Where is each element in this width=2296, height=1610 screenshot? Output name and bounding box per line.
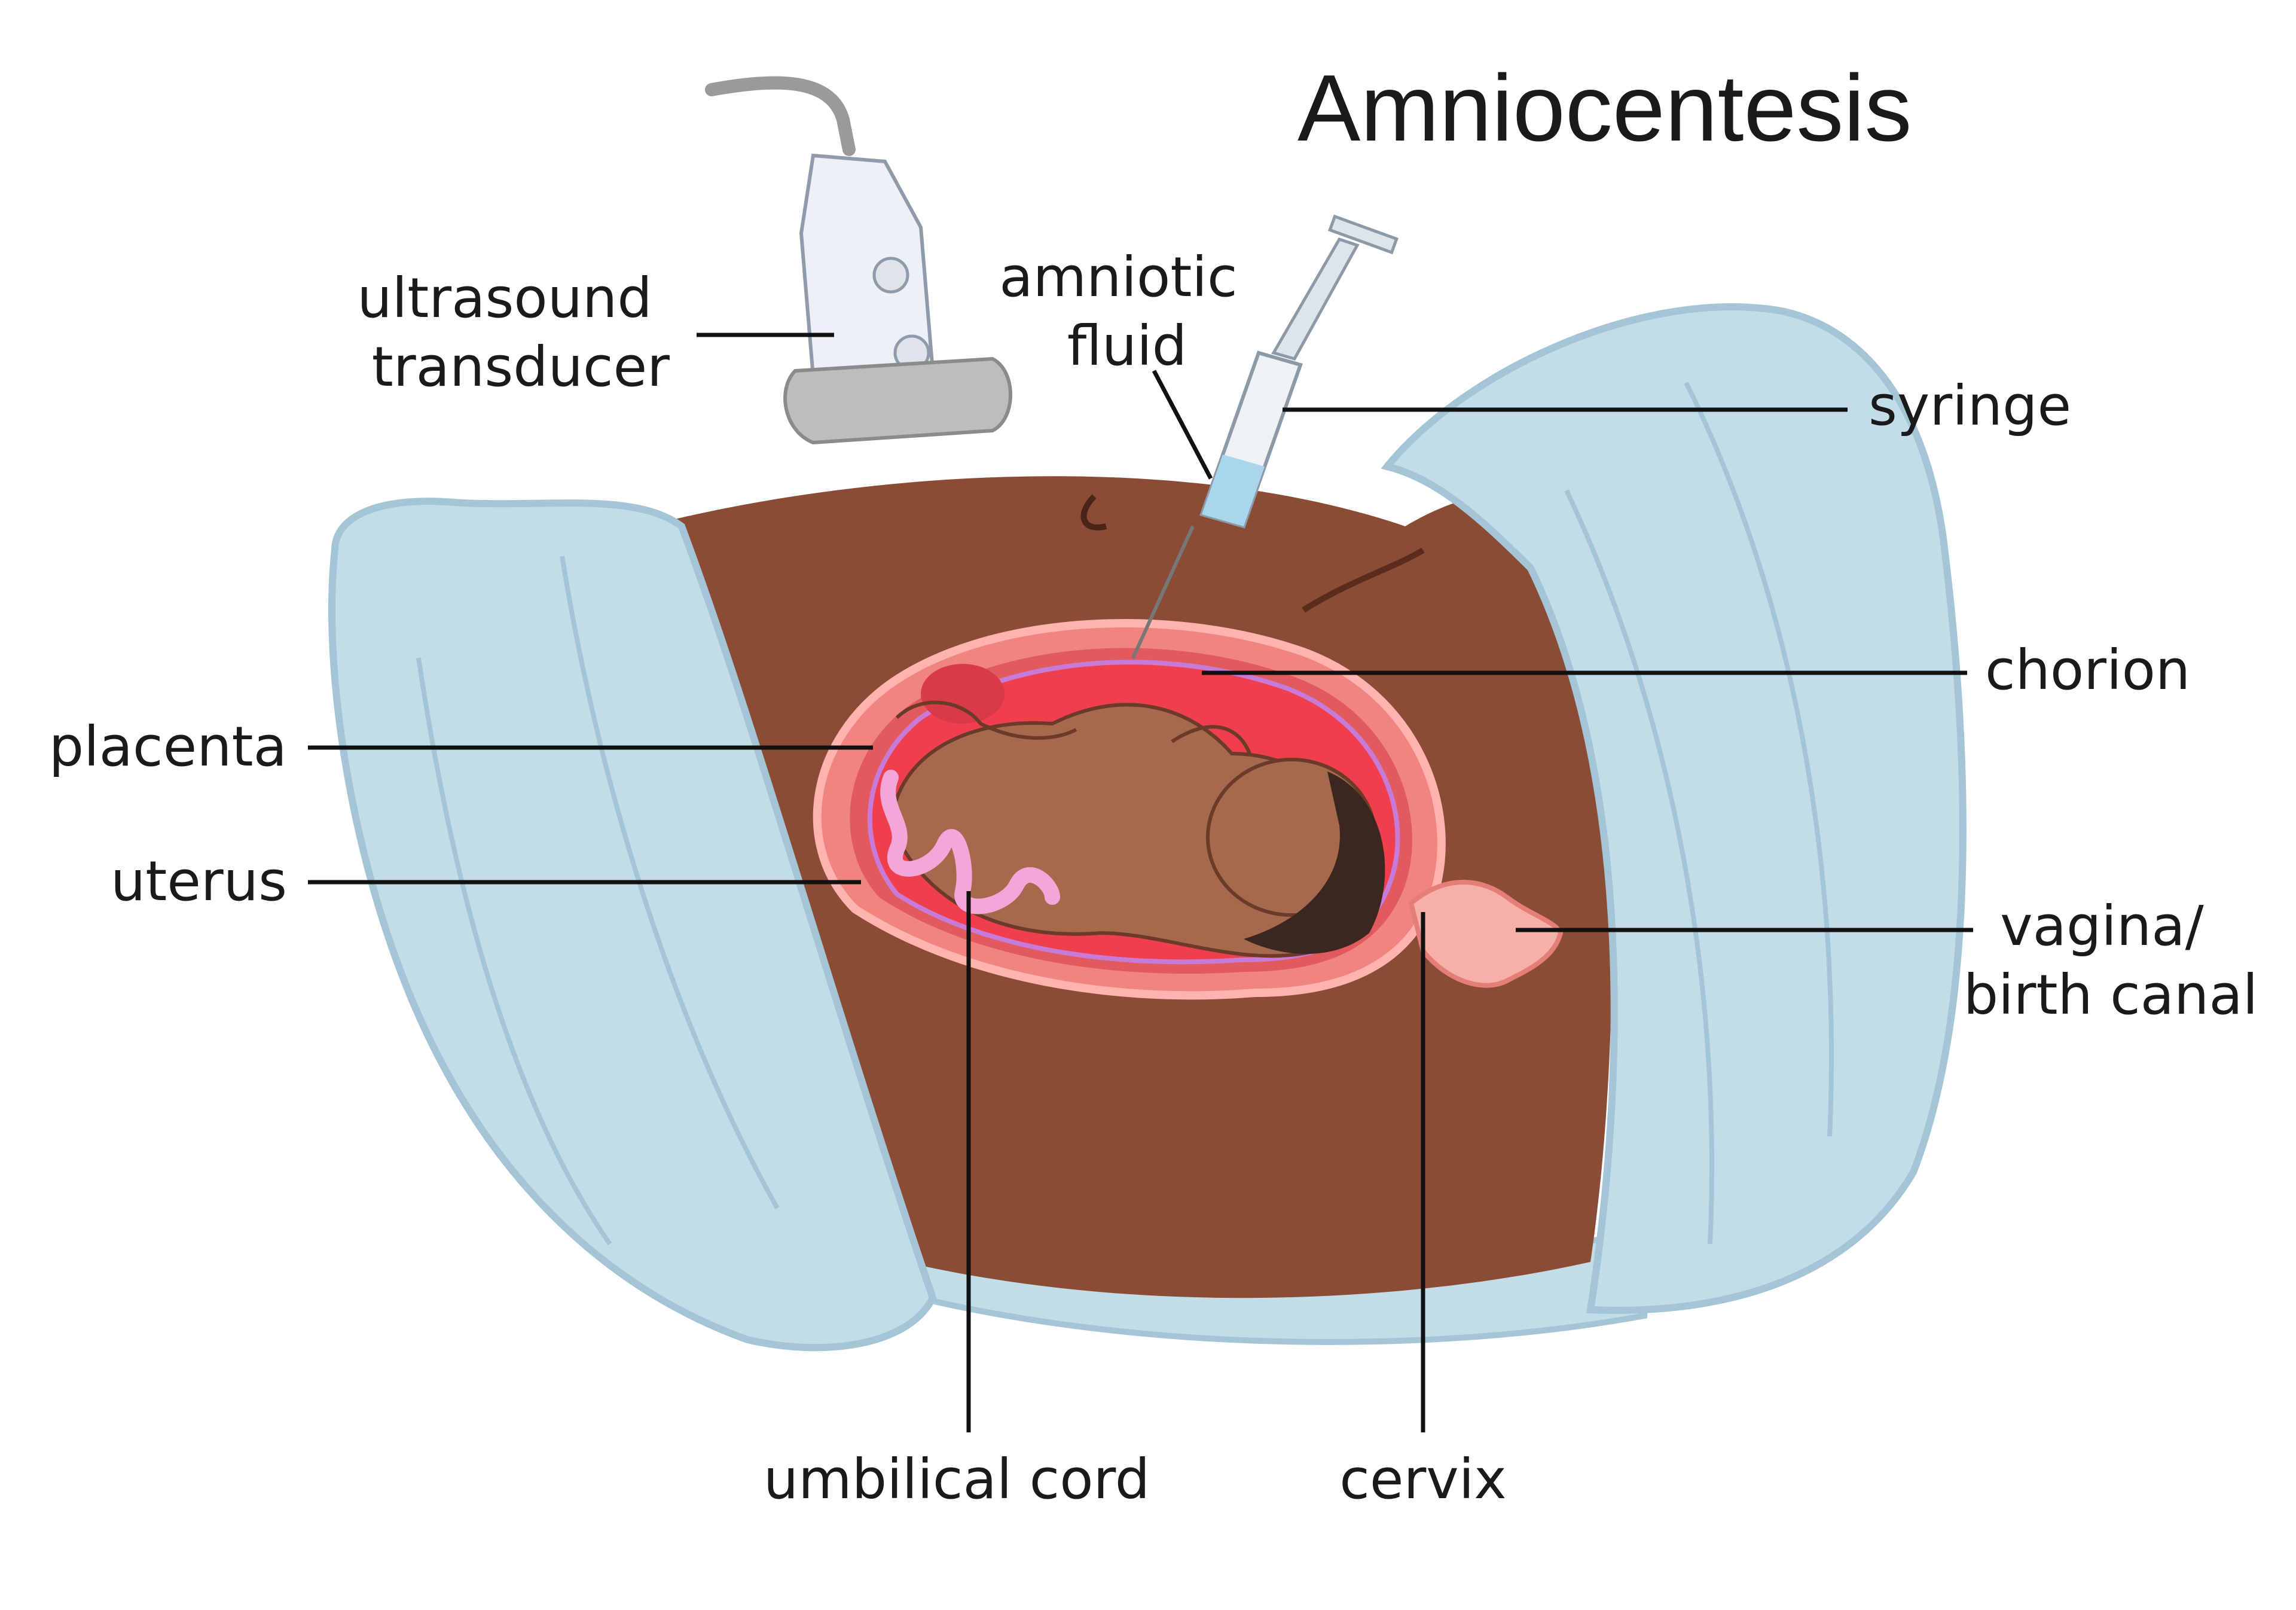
fetus-hair bbox=[1244, 772, 1385, 954]
label-amniotic-fluid: amniotic fluid bbox=[999, 245, 1255, 378]
left-leg-sheet bbox=[328, 498, 937, 1352]
diagram-title: Amniocentesis bbox=[1297, 56, 1912, 161]
syringe-thumb-rest bbox=[1328, 214, 1399, 255]
label-umbilical-cord: umbilical cord bbox=[764, 1447, 1150, 1511]
left-sheet-fold-2 bbox=[560, 556, 780, 1209]
labels: ultrasound transducer amniotic fluid syr… bbox=[49, 245, 2258, 1511]
label-uterus: uterus bbox=[111, 849, 287, 913]
birth-canal bbox=[1408, 880, 1564, 988]
leader-lines bbox=[308, 333, 1973, 1432]
left-sheet-fold bbox=[416, 657, 612, 1246]
syringe-plunger bbox=[1271, 237, 1360, 361]
right-sheet-fold bbox=[1564, 489, 1714, 1245]
label-placenta: placenta bbox=[49, 715, 287, 779]
fetus-arm bbox=[1171, 725, 1251, 755]
label-syringe: syringe bbox=[1868, 374, 2071, 438]
ultrasound-transducer-icon bbox=[705, 76, 1012, 445]
leader-amniotic-fluid bbox=[1152, 370, 1213, 480]
label-ultrasound-transducer: ultrasound transducer bbox=[357, 266, 670, 399]
fetus-legs bbox=[895, 700, 1077, 740]
label-vagina-birth-canal: vagina/ birth canal bbox=[1964, 894, 2258, 1027]
transducer-base bbox=[783, 356, 1012, 445]
right-sheet-fold-2 bbox=[1684, 382, 1834, 1137]
uterus-illustration bbox=[813, 619, 1564, 1000]
transducer-cable bbox=[705, 76, 856, 156]
navel bbox=[1080, 494, 1107, 530]
hip-line bbox=[1302, 547, 1425, 613]
syringe-needle bbox=[1131, 525, 1195, 659]
transducer-button-top bbox=[872, 257, 909, 294]
placenta bbox=[921, 664, 1004, 724]
syringe-icon bbox=[1131, 214, 1399, 659]
label-cervix: cervix bbox=[1339, 1447, 1506, 1511]
label-chorion: chorion bbox=[1985, 638, 2190, 702]
syringe-fluid bbox=[1202, 455, 1265, 526]
umbilical-cord bbox=[880, 770, 1060, 914]
